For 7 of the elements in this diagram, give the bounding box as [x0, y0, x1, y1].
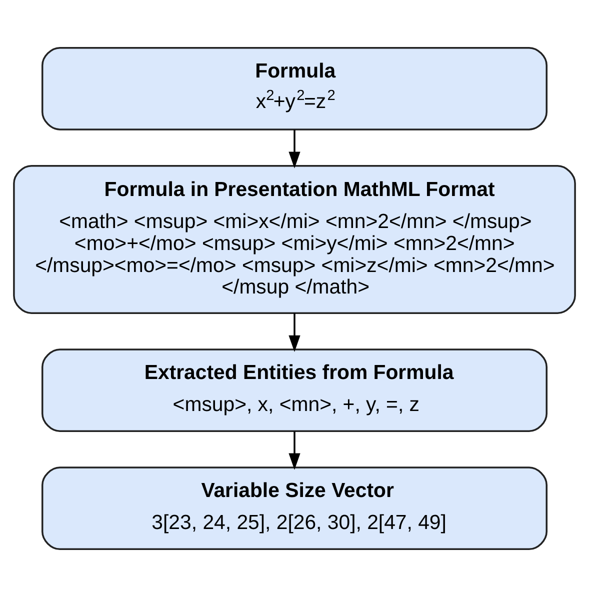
node-box: Formula x$^{2}$+y$^{2}$=z$^{2}$: [42, 46, 548, 130]
node-box: Variable Size Vector 3[23, 24, 25], 2[26, 30], 2[47, 49]: [42, 466, 548, 550]
node-box: Formula in Presentation MathML Format <math> <msup> <mi>x</mi> <mn>2</mn> </msup> <mo>+</mo> <msup> <mi>y</mi> <mn>2</mn> </msup><mo>=</mo> <msup> <mi>z</mi> <mn>2</mn> </msup </math>: [13, 164, 576, 314]
arrow: [288, 430, 300, 470]
node-box: Extracted Entities from Formula <msup>, x, <mn>, +, y, =, z: [42, 348, 548, 432]
arrow: [288, 312, 300, 352]
arrow: [288, 129, 300, 168]
